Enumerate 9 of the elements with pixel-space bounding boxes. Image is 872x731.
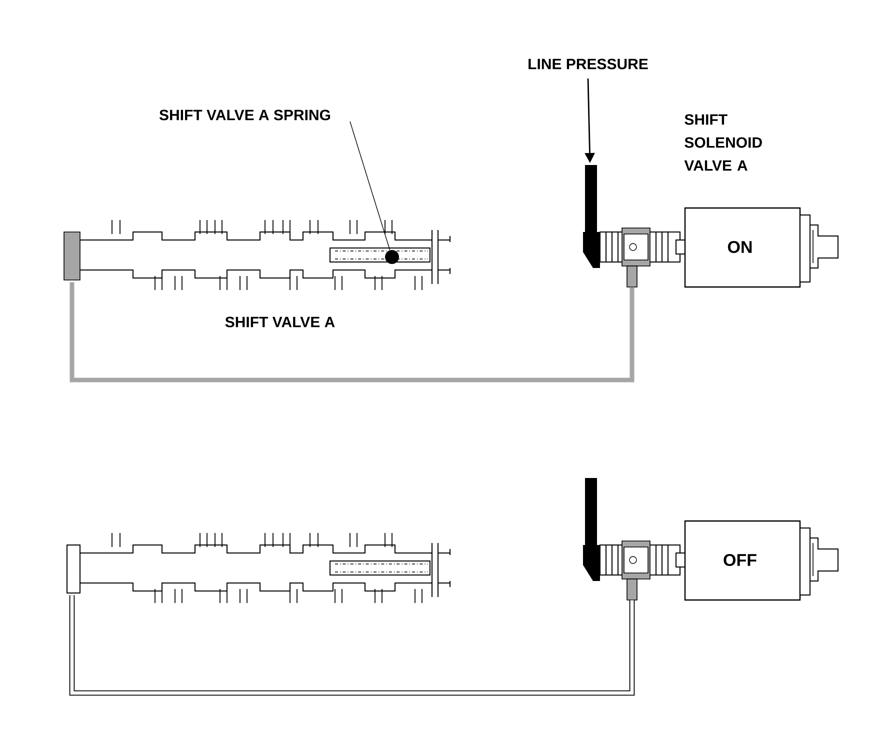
pipe [70,282,634,382]
solenoid-label: SHIFT SOLENOID VALVE A [684,114,762,171]
callout-label: LINE PRESSURE [528,58,648,70]
valve-drawing [66,532,450,604]
callout-label: SHIFT VALVE A SPRING [159,110,330,120]
valve-label: SHIFT VALVE A [225,316,335,328]
leader-line [350,121,390,250]
pipe [69,595,635,696]
state-label: OFF [724,554,756,566]
